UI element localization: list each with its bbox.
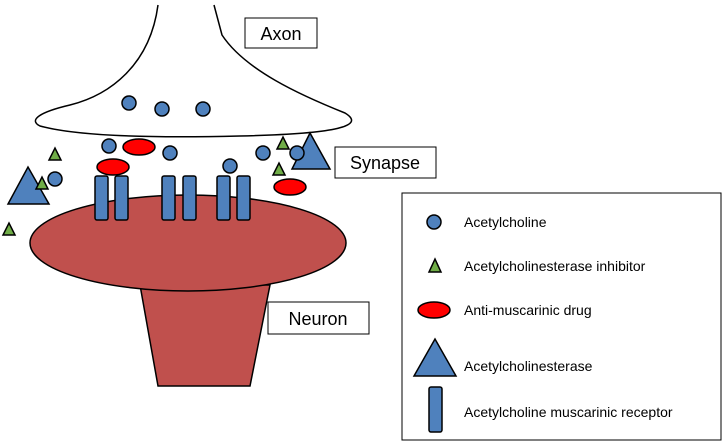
axon-label-box [244, 17, 318, 49]
anti-muscarinic-drug [273, 178, 307, 196]
synapse-label-box [334, 146, 437, 179]
legend-label-receptor: Acetylcholine muscarinic receptor [464, 404, 673, 420]
acetylcholinesterase-inhibitor [271, 161, 287, 176]
drug-group [96, 138, 307, 196]
axon-label: Axon [260, 24, 301, 44]
acetylcholine [101, 138, 117, 154]
legend: Acetylcholine Acetylcholinesterase inhib… [401, 192, 722, 441]
receptor [161, 175, 176, 221]
anti-muscarinic-drug [122, 138, 156, 156]
acetylcholinesterase-inhibitor [1, 221, 17, 236]
acetylcholine-group [47, 95, 305, 187]
receptor-group [94, 175, 251, 221]
acetylcholine [47, 171, 63, 187]
anti-muscarinic-drug [96, 158, 130, 176]
acetylcholine [222, 158, 238, 174]
receptor [94, 175, 109, 221]
acetylcholine [195, 101, 211, 117]
acetylcholinesterase-inhibitor [47, 146, 63, 161]
anti-muscarinic-drug-icon [417, 301, 451, 319]
neuron-label: Neuron [288, 309, 347, 329]
acetylcholinesterase-inhibitor [275, 135, 291, 150]
acetylcholine [162, 145, 178, 161]
synapse-label: Synapse [350, 153, 420, 173]
receptor [236, 175, 251, 221]
receptor [216, 175, 231, 221]
legend-label-inhibitor: Acetylcholinesterase inhibitor [464, 258, 646, 274]
inhibitor-icon [427, 257, 443, 273]
axon-terminal [34, 4, 353, 138]
acetylcholinesterase-icon [412, 337, 458, 377]
neuron-label-box [267, 301, 370, 335]
legend-box [401, 192, 722, 441]
legend-label-acetylcholine: Acetylcholine [464, 214, 547, 230]
acetylcholine [154, 101, 170, 117]
acetylcholine-icon [426, 214, 442, 230]
acetylcholine [289, 145, 305, 161]
legend-label-drug: Anti-muscarinic drug [464, 302, 592, 318]
acetylcholine [121, 95, 137, 111]
inhibitor-group [1, 135, 291, 236]
receptor [114, 175, 129, 221]
acetylcholine [255, 145, 271, 161]
acetylcholinesterase-inhibitor [34, 175, 50, 190]
receptor [182, 175, 197, 221]
neuron-stalk [139, 284, 271, 387]
muscarinic-receptor-icon [428, 386, 443, 433]
legend-label-acetylcholinesterase: Acetylcholinesterase [464, 358, 593, 374]
